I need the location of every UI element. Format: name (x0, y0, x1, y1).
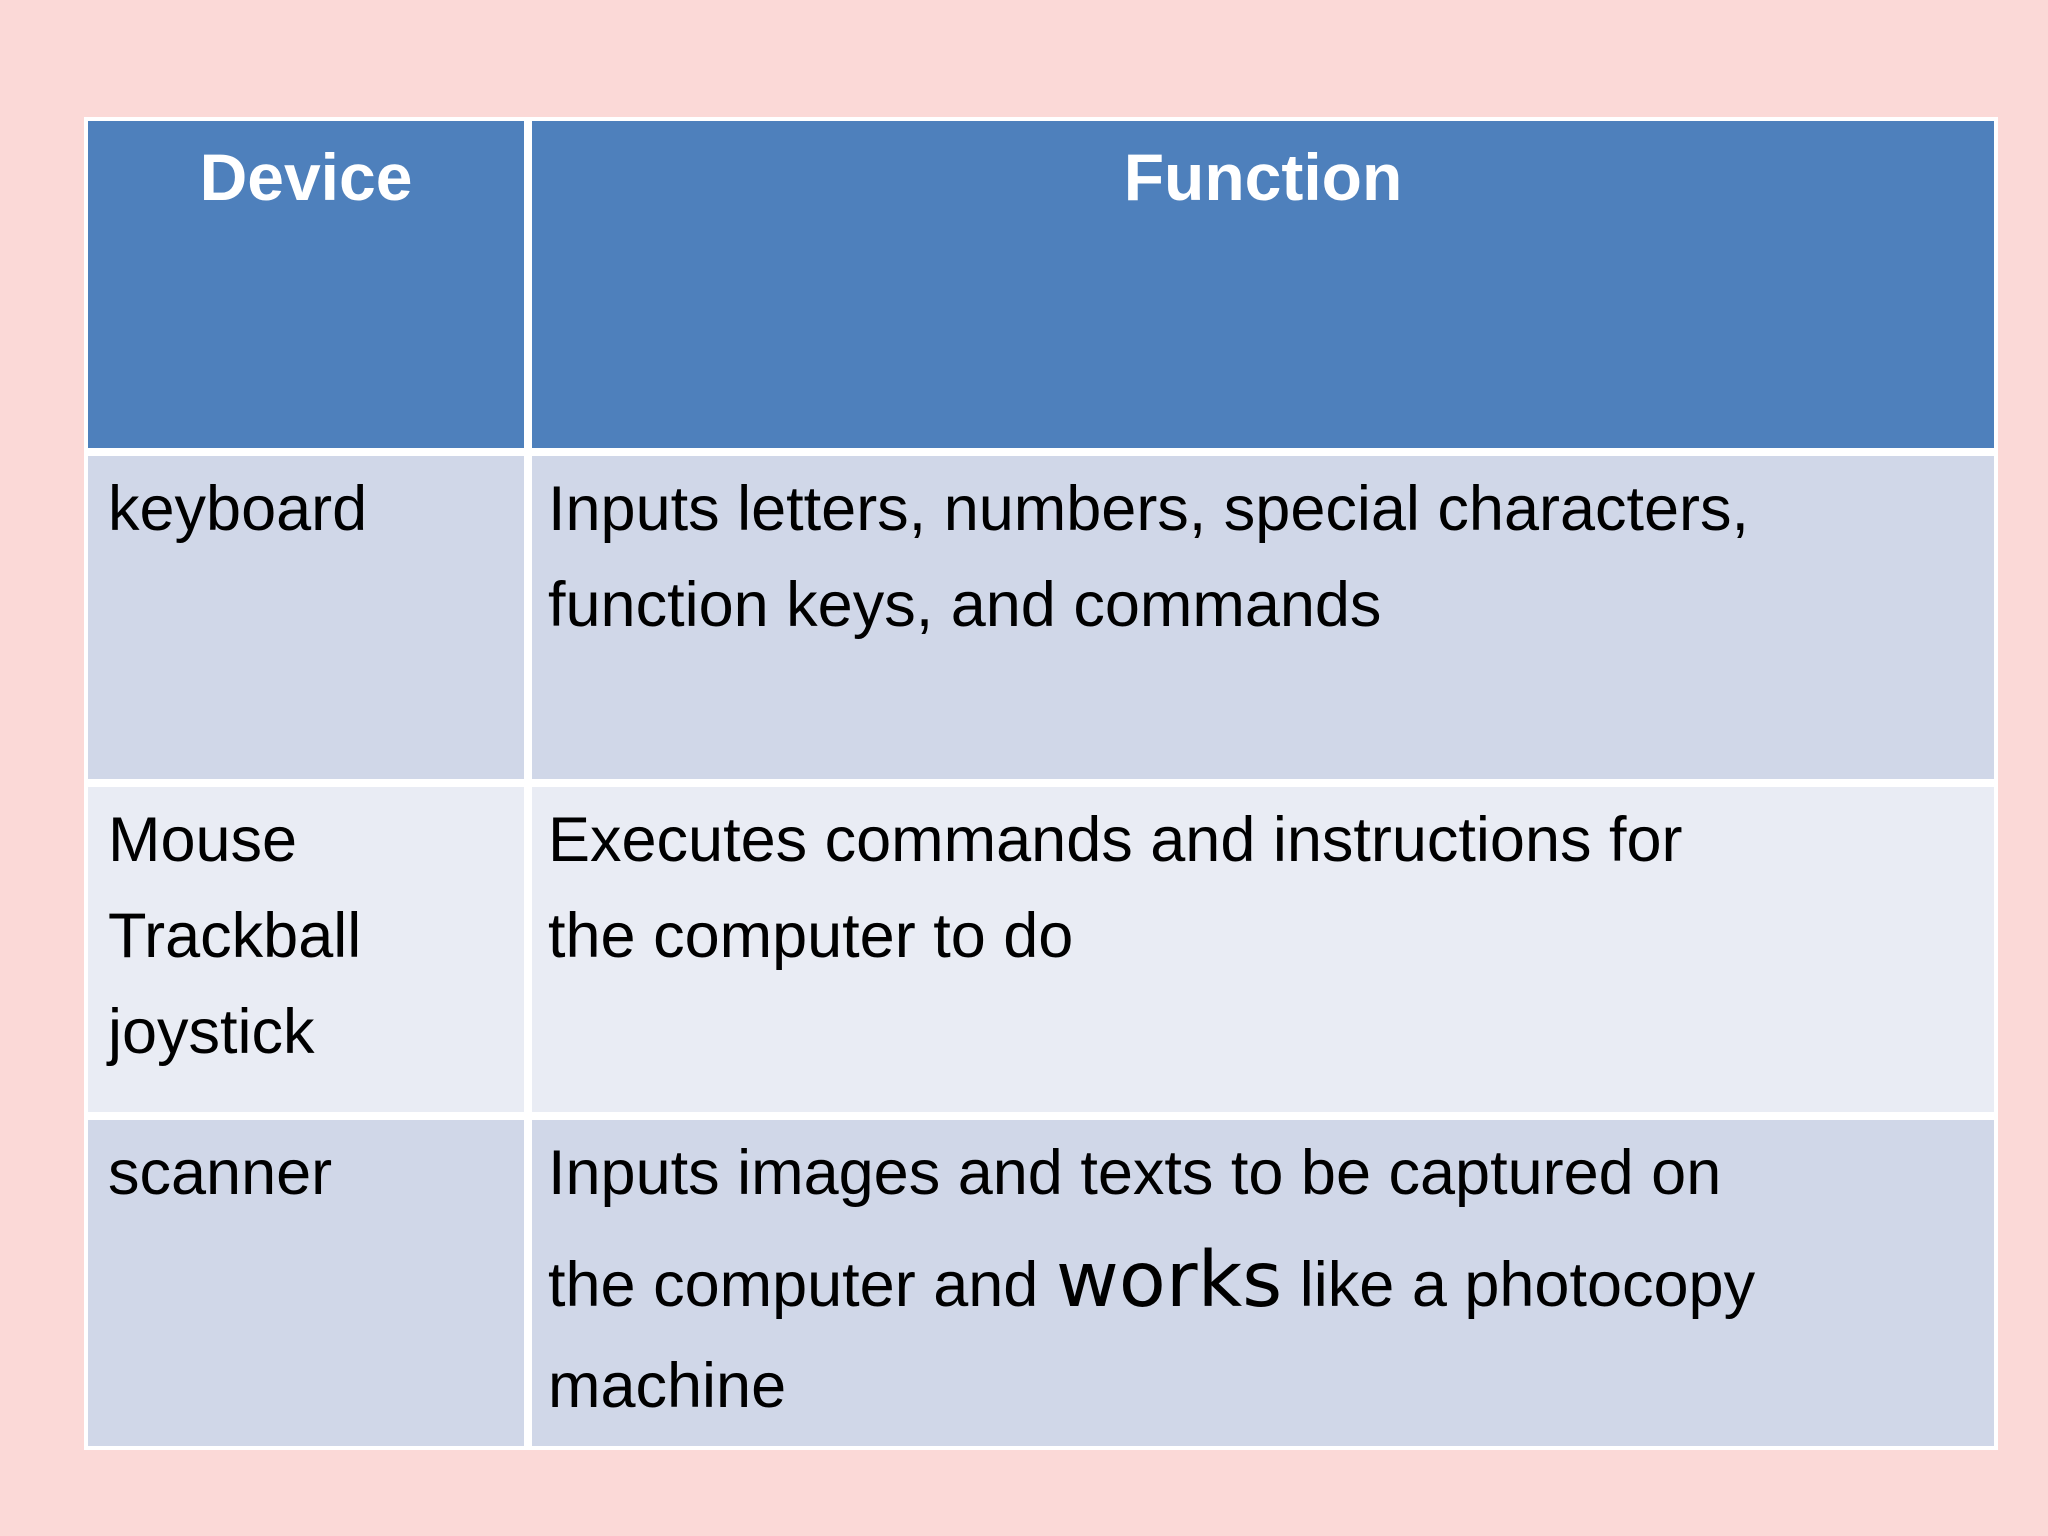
function-cell-keyboard: Inputs letters, numbers, special charact… (528, 452, 1998, 783)
function-text-before-emphasis: Inputs images and texts to be captured o… (548, 1138, 1722, 1320)
function-cell-scanner: Inputs images and texts to be captured o… (528, 1116, 1998, 1450)
table-row-pointing-devices: Mouse Trackball joystick Executes comman… (84, 783, 1998, 1116)
function-cell-pointing-devices: Executes commands and instructions for t… (528, 783, 1998, 1116)
table-row-scanner: scanner Inputs images and texts to be ca… (84, 1116, 1998, 1450)
device-cell-scanner: scanner (84, 1116, 528, 1450)
table-row-keyboard: keyboard Inputs letters, numbers, specia… (84, 452, 1998, 783)
header-cell-device: Device (84, 117, 528, 452)
device-cell-mouse-trackball-joystick: Mouse Trackball joystick (84, 783, 528, 1116)
device-function-table: Device Function keyboard Inputs letters,… (84, 117, 1998, 1450)
table-header-row: Device Function (84, 117, 1998, 452)
function-text-emphasis: works (1055, 1235, 1283, 1325)
device-cell-keyboard: keyboard (84, 452, 528, 783)
header-cell-function: Function (528, 117, 1998, 452)
function-text-after-emphasis: like a photocopy machine (548, 1249, 1756, 1421)
